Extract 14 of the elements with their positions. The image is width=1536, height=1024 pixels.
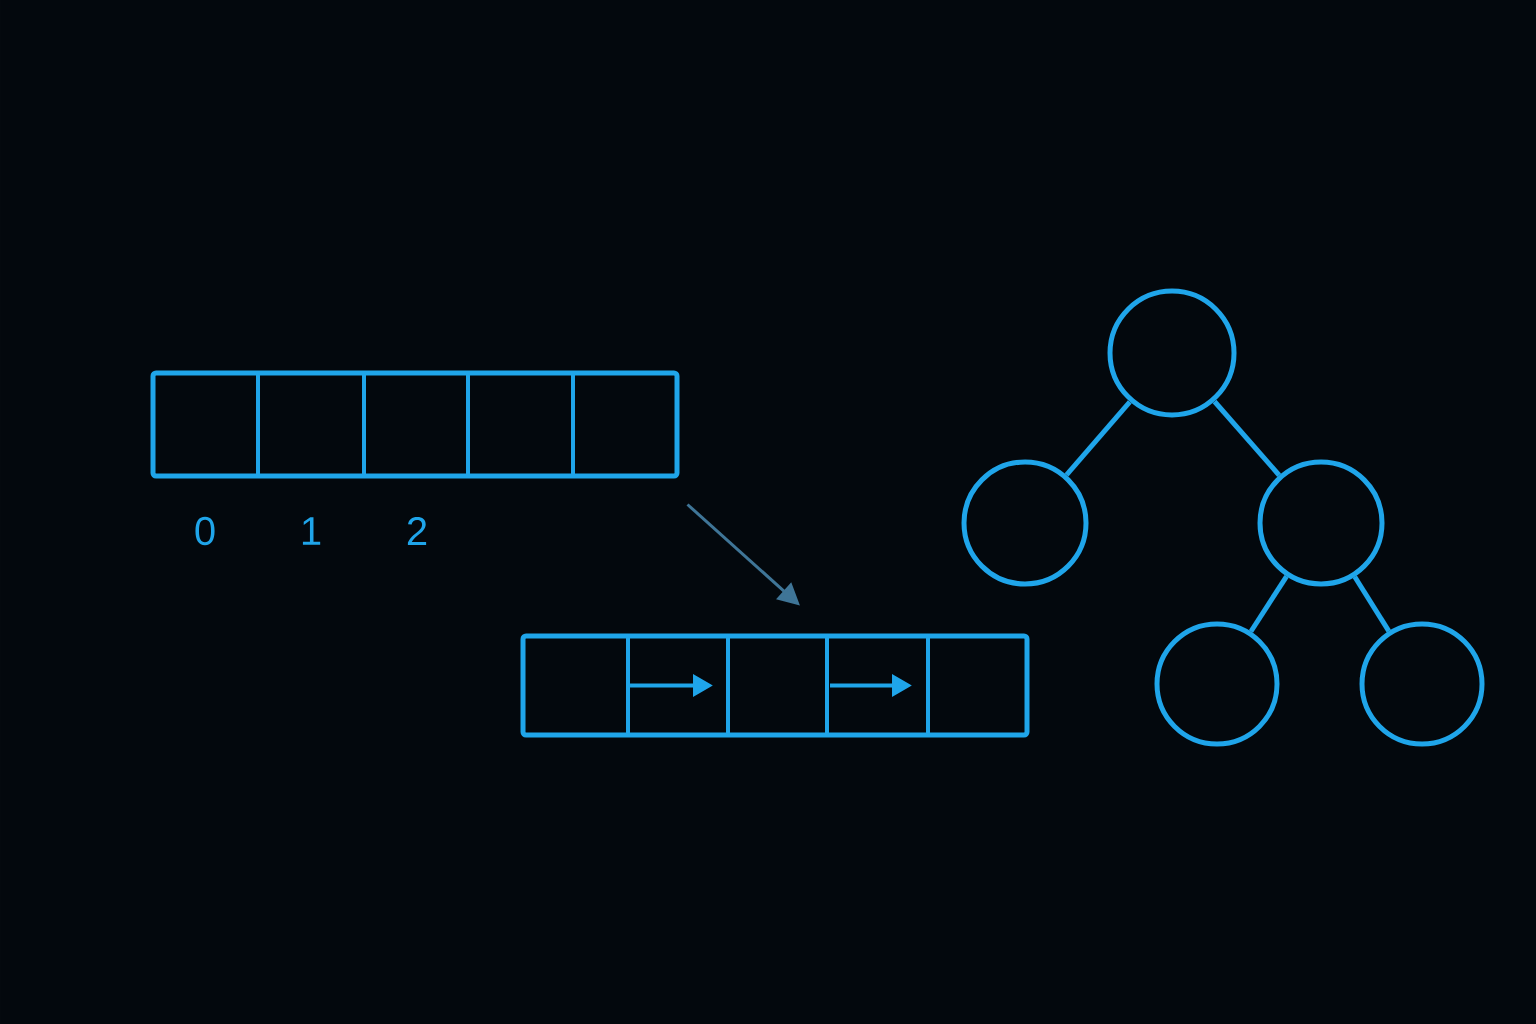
tree-edge [1212,399,1282,477]
tree-node-circle [1154,621,1280,747]
tree-edge [1352,575,1391,633]
tree-node-circle [1257,459,1385,587]
linked-list-box [520,633,1030,738]
tree-edge [1248,574,1289,633]
index-label: 1 [302,517,321,545]
index-label: 2 [407,517,427,545]
tree-node-circle [961,459,1089,587]
array-box [150,370,680,479]
tree-node-circle [1359,621,1485,747]
index-label: 0 [195,516,215,546]
tree-node-circle [1107,288,1237,418]
tree-edge [1064,400,1132,477]
